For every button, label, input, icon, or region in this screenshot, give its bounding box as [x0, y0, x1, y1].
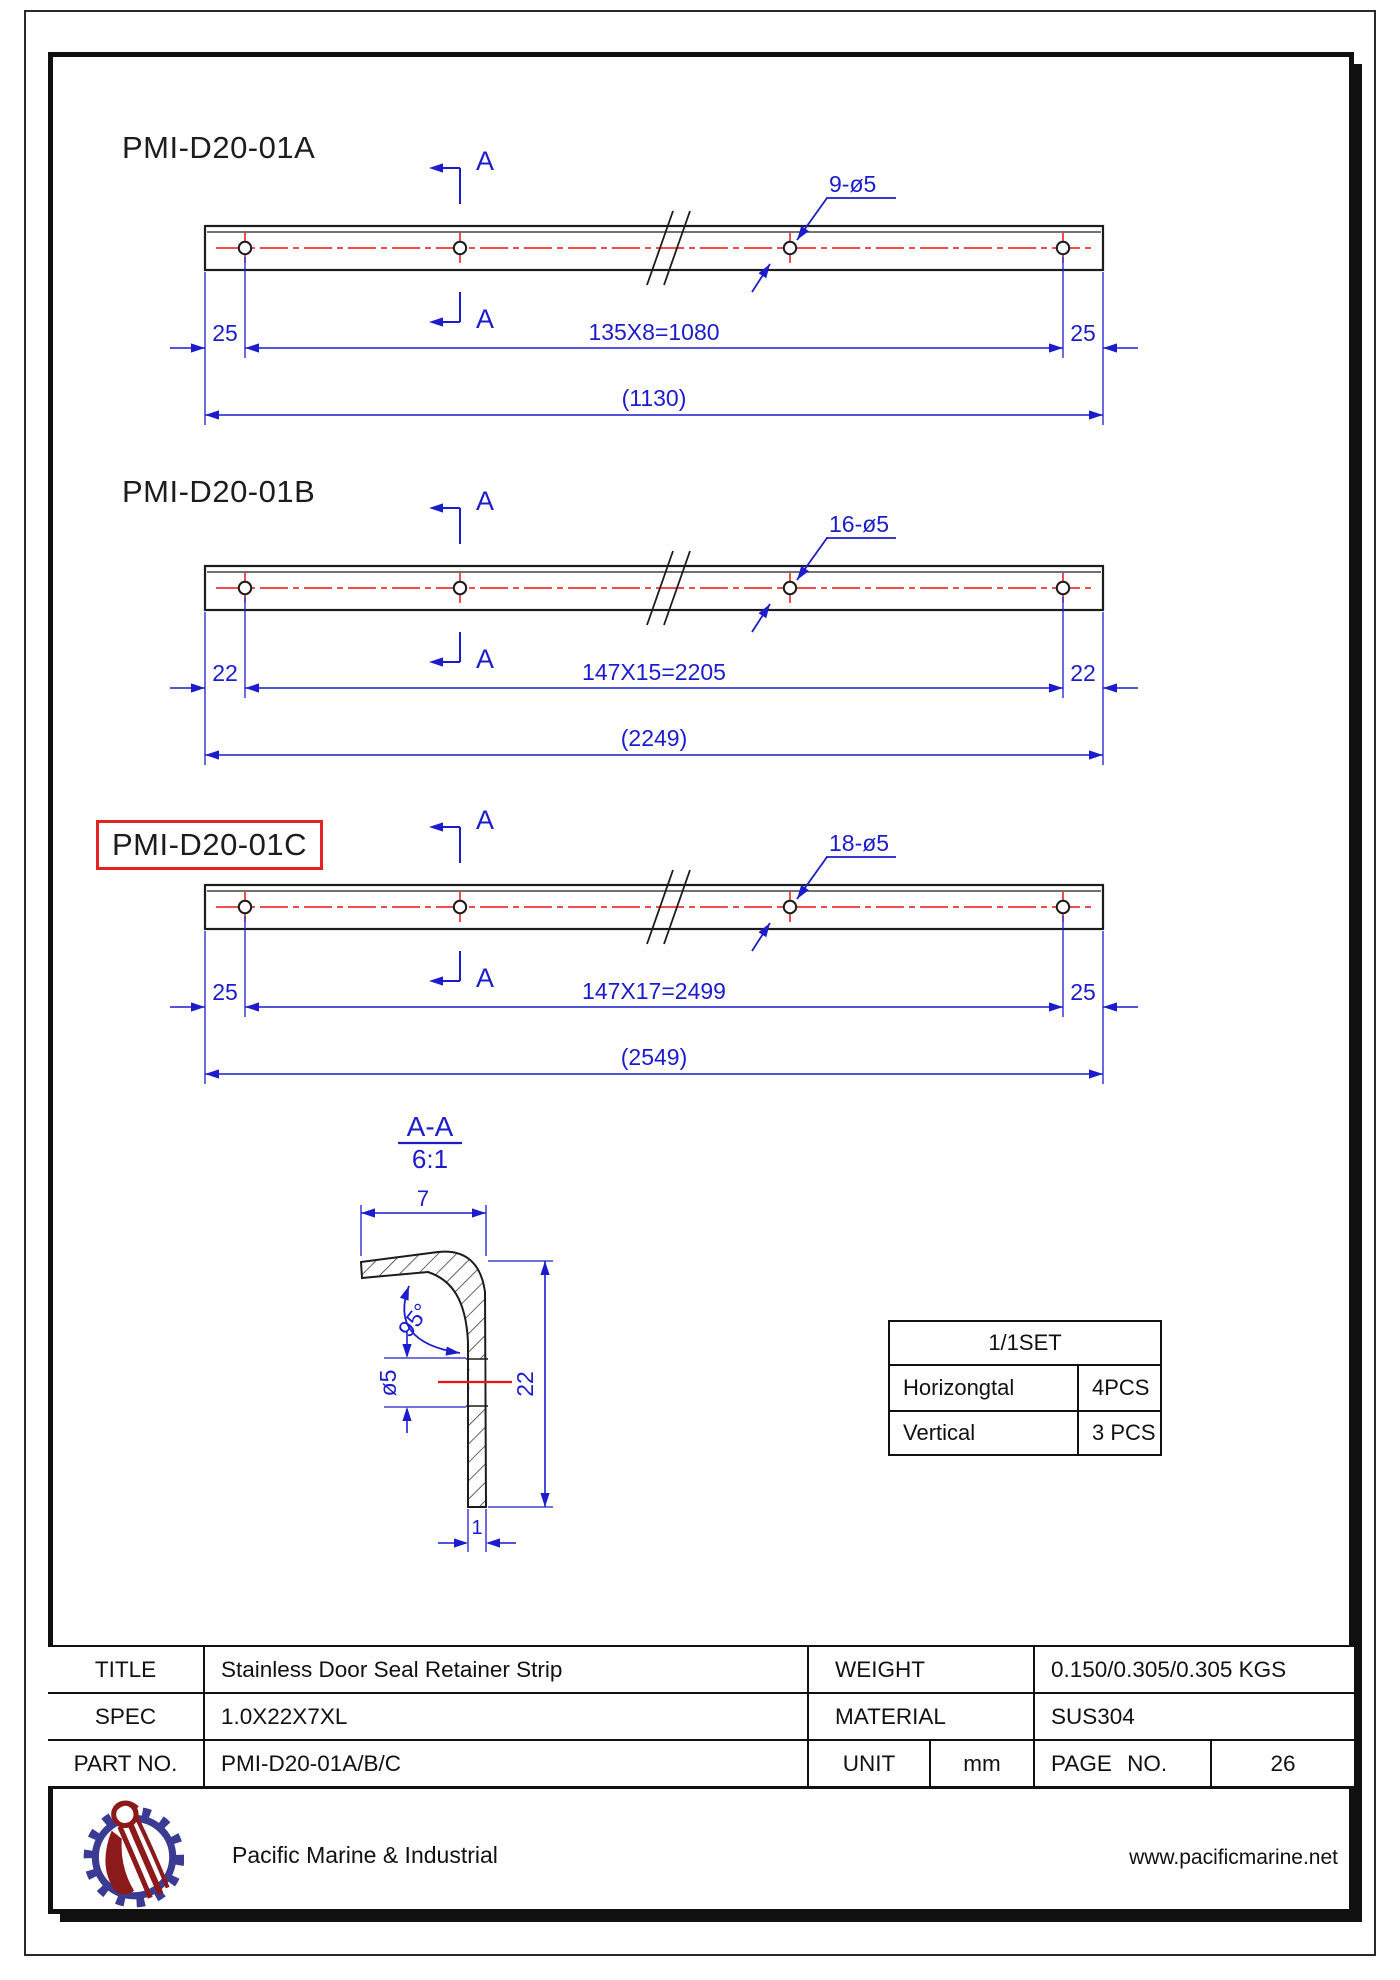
spec-label: SPEC [48, 1694, 205, 1739]
spec-value: 1.0X22X7XL [205, 1694, 809, 1739]
weight-value: 0.150/0.305/0.305 KGS [1051, 1656, 1287, 1682]
sheet-outer-border [24, 10, 1376, 1956]
part-no-value: PMI-D20-01A/B/C [205, 1741, 809, 1786]
page-no-value: 26 [1270, 1750, 1296, 1776]
company-website: www.pacificmarine.net [1129, 1846, 1338, 1869]
company-name: Pacific Marine & Industrial [232, 1842, 498, 1868]
set-table-header: 1/1SET [890, 1322, 1160, 1366]
part-label-b: PMI-D20-01B [122, 474, 316, 510]
material-label: MATERIAL [809, 1694, 1035, 1739]
table-row: Vertical 3 PCS [890, 1410, 1160, 1454]
weight-label: WEIGHT [809, 1647, 1035, 1692]
unit-value: mm [931, 1741, 1035, 1786]
title-block-row-1: TITLE Stainless Door Seal Retainer Strip… [48, 1645, 1354, 1692]
pelican-gear-logo-icon [83, 1800, 185, 1908]
company-logo [80, 1796, 185, 1908]
set-row-horizontal-label: Horizongtal [890, 1366, 1079, 1410]
title-block: TITLE Stainless Door Seal Retainer Strip… [48, 1645, 1354, 1789]
set-row-vertical-value: 3 PCS [1092, 1420, 1156, 1445]
title-label: TITLE [48, 1647, 205, 1692]
sheet-inner-frame [48, 52, 1354, 1914]
material-value: SUS304 [1051, 1703, 1135, 1729]
part-label-c-highlighted: PMI-D20-01C [96, 820, 323, 870]
table-row: Horizongtal 4PCS [890, 1366, 1160, 1410]
title-block-row-3: PART NO. PMI-D20-01A/B/C UNIT mm PAGE NO… [48, 1739, 1354, 1786]
part-label-a: PMI-D20-01A [122, 130, 316, 166]
page-no-label: PAGE NO. [1035, 1741, 1212, 1786]
set-quantity-table: 1/1SET Horizongtal 4PCS Vertical 3 PCS [888, 1320, 1162, 1456]
set-row-horizontal-value: 4PCS [1092, 1375, 1150, 1400]
set-row-vertical-label: Vertical [890, 1412, 1079, 1454]
title-value: Stainless Door Seal Retainer Strip [205, 1647, 809, 1692]
part-no-label: PART NO. [48, 1741, 205, 1786]
title-block-row-2: SPEC 1.0X22X7XL MATERIAL SUS304 [48, 1692, 1354, 1739]
unit-label: UNIT [809, 1741, 931, 1786]
